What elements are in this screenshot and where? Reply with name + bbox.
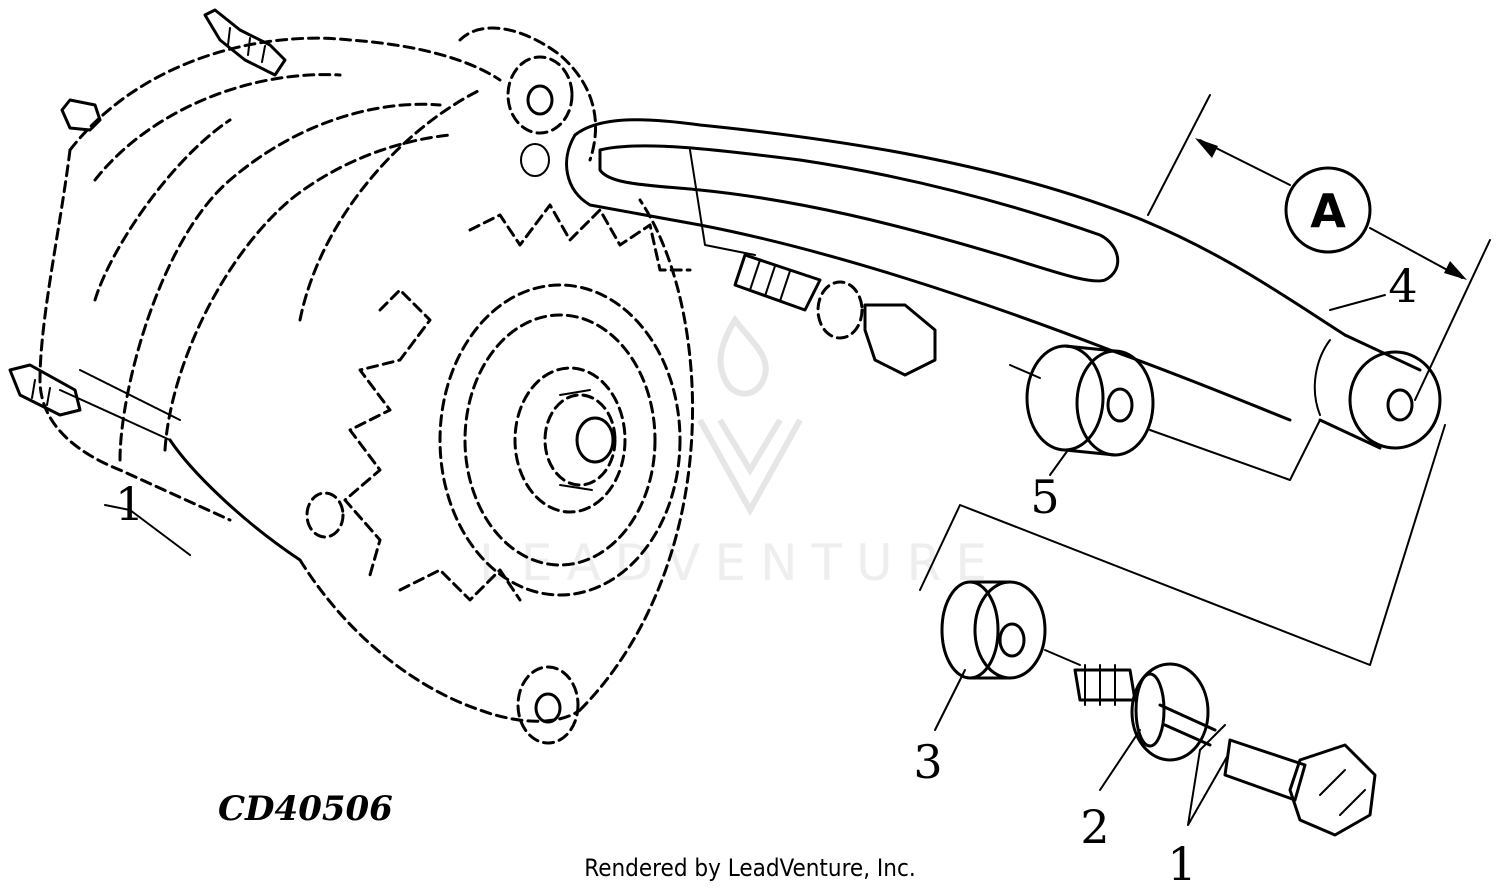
leadventure-watermark: LEADVENTURE (479, 314, 1001, 592)
alternator (8, 8, 695, 745)
assembly-lines (104, 424, 1446, 666)
slot-cap-screw (689, 149, 937, 377)
dimension-a-label: A (1310, 184, 1346, 238)
callout-3: 3 (913, 735, 942, 789)
spacer-3 (940, 580, 1081, 680)
callout-1-bottom: 1 (1167, 837, 1196, 888)
callout-1-left: 1 (115, 477, 144, 531)
dimension-a-circle (1284, 166, 1372, 254)
watermark-text: LEADVENTURE (479, 534, 1001, 592)
drawing-code: CD40506 (218, 789, 393, 829)
rendered-by-footer: Rendered by LeadVenture, Inc. (584, 854, 915, 882)
callout-2: 2 (1080, 800, 1109, 854)
callout-5: 5 (1030, 470, 1059, 524)
adjusting-strap (565, 118, 1442, 450)
dimension-a: A (1147, 94, 1491, 401)
callout-leaders (934, 294, 1386, 826)
callout-4: 4 (1388, 259, 1417, 313)
washer-2-and-cap-screw-1 (1073, 662, 1377, 837)
spacer-5 (1009, 344, 1321, 481)
